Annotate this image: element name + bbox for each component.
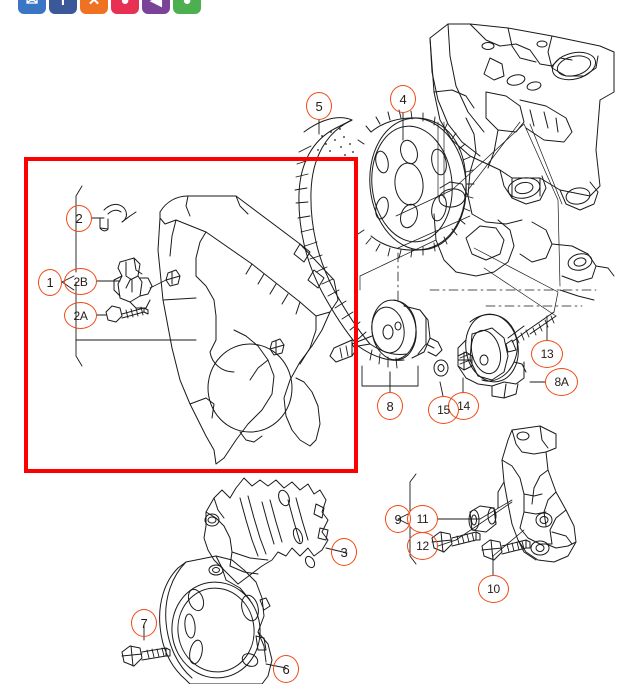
social-share-bar[interactable]: ✉ f ✕ ● ◀ ● bbox=[18, 0, 201, 14]
pinterest-icon: ● bbox=[120, 0, 130, 9]
callout-1-timing-belt-upper-cover-assembly[interactable]: 1 bbox=[38, 269, 62, 296]
callout-11-spacer-bushing[interactable]: 11 bbox=[407, 505, 438, 533]
share-button-viber[interactable]: ◀ bbox=[142, 0, 170, 14]
tensioner-roller bbox=[329, 299, 443, 387]
rear-belt-guard bbox=[203, 477, 329, 585]
callout-13-tensioner-stud-bolt[interactable]: 13 bbox=[531, 340, 563, 368]
callout-3-timing-belt-rear-guard[interactable]: 3 bbox=[331, 538, 357, 566]
facebook-icon: f bbox=[60, 0, 66, 9]
viber-icon: ◀ bbox=[150, 0, 162, 9]
callout-4-camshaft-sprocket[interactable]: 4 bbox=[390, 85, 416, 113]
lower-cover-bolt bbox=[121, 645, 171, 667]
share-button-twitter[interactable]: ✉ bbox=[18, 0, 46, 14]
clamp-bracket bbox=[113, 257, 153, 309]
center-lines bbox=[397, 249, 597, 307]
cover-bolt-bosses bbox=[149, 269, 285, 356]
camshaft-sprocket bbox=[357, 109, 475, 259]
tensioner-nut-washer bbox=[433, 351, 473, 377]
callout-10-hex-bolt-long[interactable]: 10 bbox=[478, 575, 509, 603]
callout-2a-hex-bolt[interactable]: 2A bbox=[64, 302, 97, 329]
engine-mount-bracket bbox=[397, 425, 577, 565]
callout-2b-bracket-clamp[interactable]: 2B bbox=[64, 268, 97, 295]
timing-belt bbox=[294, 117, 407, 369]
callout-6-timing-belt-lower-cover[interactable]: 6 bbox=[273, 655, 299, 683]
tensioner-bracket bbox=[457, 247, 559, 399]
share-button-pinterest[interactable]: ● bbox=[111, 0, 139, 14]
clamp-bolt bbox=[105, 305, 149, 323]
callout-12-hex-bolt-short[interactable]: 12 bbox=[407, 532, 438, 560]
share-button-facebook[interactable]: f bbox=[49, 0, 77, 14]
callout-8-tensioner-roller[interactable]: 8 bbox=[377, 392, 403, 420]
callout-5-timing-belt[interactable]: 5 bbox=[306, 92, 332, 120]
whatsapp-icon: ● bbox=[182, 0, 192, 9]
share-button-x-twitter[interactable]: ✕ bbox=[80, 0, 108, 14]
callout-2-cover-clip-retainer[interactable]: 2 bbox=[66, 205, 92, 232]
cover-clip bbox=[99, 203, 137, 232]
twitter-icon: ✉ bbox=[25, 0, 39, 9]
callout-7-hex-flange-bolt[interactable]: 7 bbox=[131, 609, 157, 637]
callout-8a-tensioner-roller-bracket[interactable]: 8A bbox=[545, 368, 578, 396]
callout-15-washer[interactable]: 15 bbox=[428, 396, 459, 424]
share-button-whatsapp[interactable]: ● bbox=[173, 0, 201, 14]
x-twitter-icon: ✕ bbox=[87, 0, 101, 9]
lower-timing-cover bbox=[159, 555, 273, 684]
upper-timing-cover bbox=[157, 195, 339, 465]
